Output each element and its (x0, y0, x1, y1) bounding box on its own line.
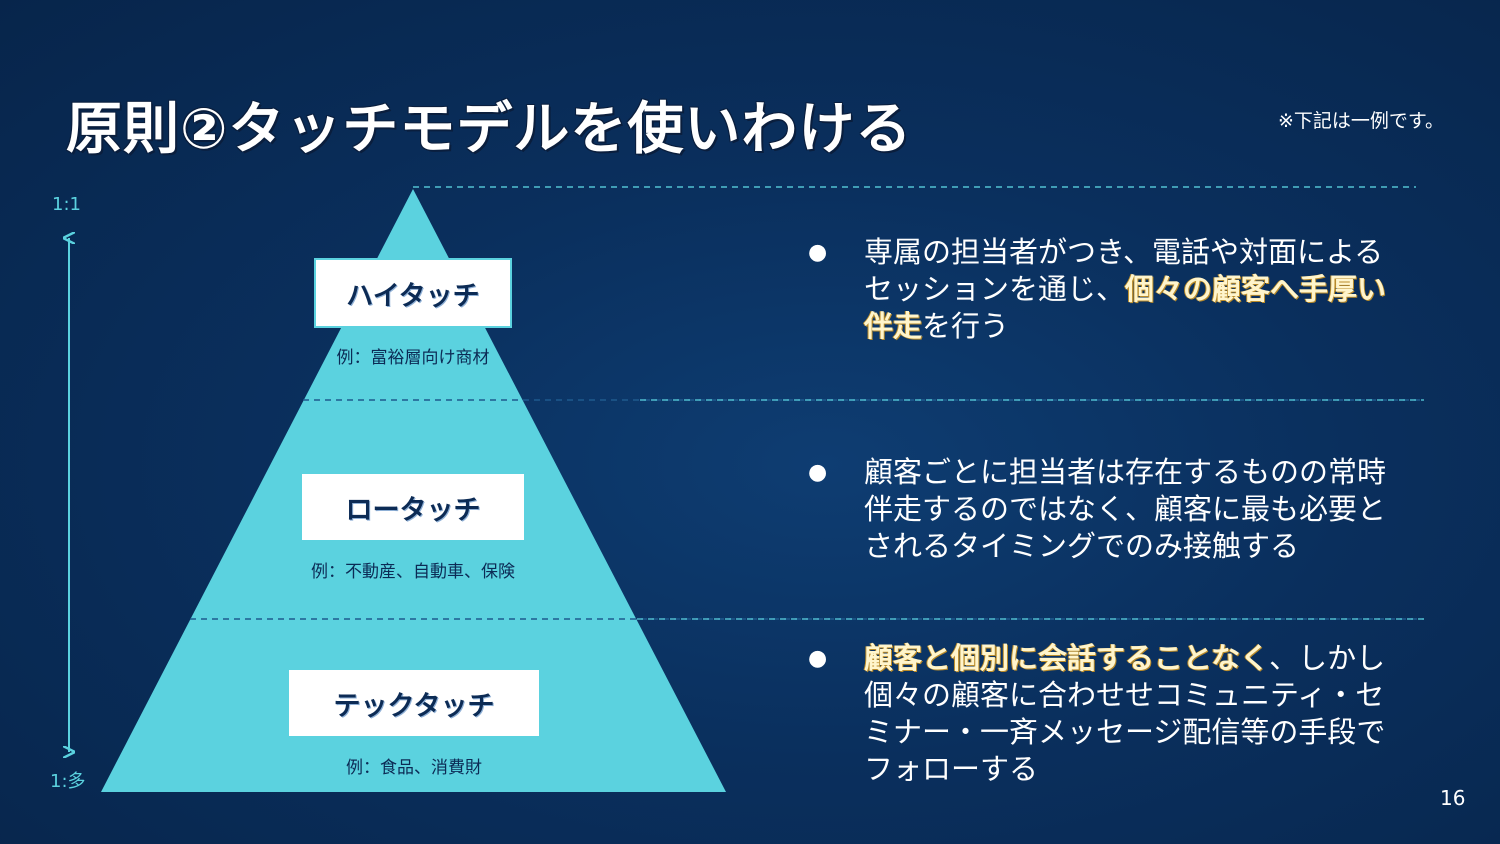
bullet-marker: ● (808, 240, 828, 265)
bullet-text-tail: を行う (922, 309, 1010, 343)
tier-low-touch-example: 例：不動産、自動車、保険 (311, 562, 515, 582)
example-note: ※下記は一例です。 (1278, 110, 1445, 132)
tier-low-touch-label: ロータッチ (345, 494, 481, 526)
tier-high-touch-box: ハイタッチ (314, 258, 512, 328)
bullet-text-plain: 顧客ごとに担当者は存在するものの常時伴走するのではなく、顧客に最も必要とされるタ… (864, 455, 1387, 563)
page-number: 16 (1440, 786, 1466, 810)
bullet-marker: ● (808, 460, 828, 485)
bullet-text-tail: 、しかし個々の顧客に合わせせコミュニティ・セミナー・一斉メッセージ配信等の手段で… (864, 641, 1386, 786)
bullet-text: 顧客と個別に会話することなく、しかし個々の顧客に合わせせコミュニティ・セミナー・… (864, 640, 1404, 788)
bullet-text: 顧客ごとに担当者は存在するものの常時伴走するのではなく、顧客に最も必要とされるタ… (864, 454, 1404, 565)
tier-tech-touch-box: テックタッチ (287, 668, 541, 738)
axis-bottom-label: 1:多 (50, 771, 86, 792)
bullet-text-plain: 専属の担当者がつき、電話や対面によるセッションを通じ、 (864, 235, 1384, 306)
bullet-text: 専属の担当者がつき、電話や対面によるセッションを通じ、個々の顧客へ手厚い伴走を行… (864, 234, 1404, 345)
tier-tech-touch-label: テックタッチ (333, 690, 495, 722)
tier-high-touch-label: ハイタッチ (346, 280, 480, 312)
slide-title: 原則②タッチモデルを使いわける (66, 97, 913, 162)
tier-tech-touch-example: 例：食品、消費財 (346, 758, 482, 778)
axis-top-label: 1:1 (52, 194, 81, 215)
tier-high-touch-example: 例：富裕層向け商材 (336, 348, 490, 368)
tier-low-touch-box: ロータッチ (300, 472, 526, 542)
bullet-marker: ● (808, 646, 828, 671)
bullet-highlight: 個々の顧客へ手厚い伴走 (864, 272, 1387, 343)
bullet-highlight: 顧客と個別に会話することなく (864, 641, 1270, 675)
